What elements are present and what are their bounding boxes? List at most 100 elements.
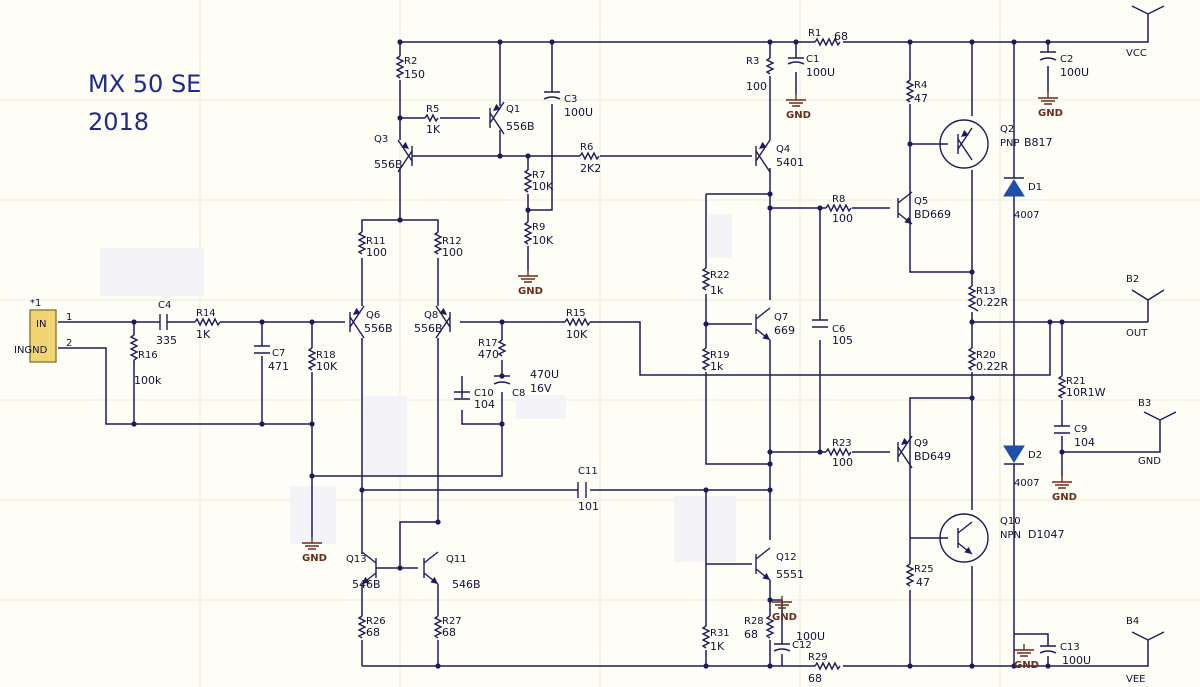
junction-dot <box>435 519 441 525</box>
transistor-part-q13: 546B <box>352 578 381 591</box>
resistor-value-r7: 10K <box>532 180 554 193</box>
transistor-q4-leads <box>755 139 771 173</box>
resistor-value-r20: 0.22R <box>976 360 1008 373</box>
transistor-ref-q11: Q11 <box>446 554 467 565</box>
transistor-part-q7: 669 <box>774 324 795 337</box>
ground-symbol <box>518 270 538 283</box>
capacitor-value-c1: 100U <box>806 66 835 79</box>
resistor-ref-r16: R16 <box>138 350 158 361</box>
transistor-q13-arrow <box>362 576 370 584</box>
ground-symbol <box>1014 644 1034 657</box>
junction-dot <box>767 461 773 467</box>
junction-dot <box>259 421 265 427</box>
capacitor-value-c6: 105 <box>832 334 853 347</box>
transistor-ref-q6: Q6 <box>366 310 380 321</box>
resistor-r18 <box>307 347 317 371</box>
resistor-r14 <box>194 317 221 327</box>
diode-part-d2: 4007 <box>1014 478 1039 489</box>
capacitor-c8 <box>493 375 511 385</box>
junction-dot <box>525 153 531 159</box>
transistor-q12-arrow <box>762 572 770 580</box>
junction-dot <box>131 421 137 427</box>
capacitor-c12 <box>773 643 791 652</box>
junction-dot <box>1011 39 1017 45</box>
resistor-ref-r7: R7 <box>532 170 545 181</box>
junction-dot <box>499 319 505 325</box>
capacitor-c13 <box>1039 645 1057 654</box>
resistor-r6 <box>579 151 600 161</box>
transistor-symbols <box>349 101 989 585</box>
diode-ref-d2: D2 <box>1028 450 1042 461</box>
capacitor-c2 <box>1039 51 1057 61</box>
transistor-part-q3: 556B <box>374 158 403 171</box>
resistor-ref-r18: R18 <box>316 350 336 361</box>
capacitor-c9 <box>1054 425 1070 434</box>
junction-dot <box>703 663 709 669</box>
junction-dot <box>969 269 975 275</box>
diode-d2 <box>1003 445 1025 465</box>
resistor-symbols <box>129 37 1067 671</box>
capacitor-ref-c11: C11 <box>578 466 598 477</box>
port-b3-gnd-label: GND <box>1138 456 1161 467</box>
capacitor-value-c10: 104 <box>474 398 495 411</box>
capacitor-ref-c6: C6 <box>832 324 845 335</box>
ground-symbol <box>302 537 322 550</box>
transistor-q3-leads <box>397 139 413 173</box>
diode-symbols <box>1003 177 1025 465</box>
junction-dot <box>497 153 503 159</box>
resistor-r31 <box>701 625 711 649</box>
port-b3-label: B3 <box>1138 398 1151 409</box>
diode-part-d1: 4007 <box>1014 210 1039 221</box>
capacitor-voltage-c8: 16V <box>530 382 552 395</box>
resistor-value-r22: 1k <box>710 284 724 297</box>
resistor-ref-r11: R11 <box>366 236 386 247</box>
junction-dot <box>359 487 365 493</box>
junction-dot <box>907 663 913 669</box>
junction-dot <box>1011 663 1017 669</box>
junction-dot <box>1059 319 1065 325</box>
ground-label: GND <box>772 612 797 623</box>
junction-dot <box>131 319 137 325</box>
resistor-r26 <box>357 615 367 639</box>
junction-dot <box>767 597 773 603</box>
diode-ref-d1: D1 <box>1028 182 1042 193</box>
connector-ref: *1 <box>30 298 41 309</box>
transistor-part-q8: 556B <box>414 322 443 335</box>
wires <box>58 14 1161 667</box>
junction-dot <box>907 39 913 45</box>
transistor-q10-body <box>939 513 989 563</box>
junction-dot <box>969 319 975 325</box>
resistor-r28 <box>765 615 775 639</box>
resistor-ref-r12: R12 <box>442 236 462 247</box>
resistor-r27 <box>433 615 443 639</box>
resistor-value-r29: 68 <box>808 672 822 685</box>
transistor-q10-leads <box>957 521 973 555</box>
ground-symbol <box>1052 476 1072 489</box>
resistor-r8 <box>825 203 852 213</box>
capacitor-ref-c4: C4 <box>158 300 171 311</box>
junction-dot <box>1045 663 1051 669</box>
ground-label: GND <box>302 553 327 564</box>
capacitor-ref-c10: C10 <box>474 388 494 399</box>
transistor-part-q9: BD649 <box>914 450 951 463</box>
resistor-ref-r17: R17 <box>478 338 498 349</box>
resistor-r4 <box>905 79 915 103</box>
diode-d1 <box>1003 177 1025 197</box>
resistor-ref-r15: R15 <box>566 308 586 319</box>
ground-label: GND <box>518 286 543 297</box>
transistor-type-q10: NPN <box>1000 530 1021 541</box>
resistor-r1 <box>814 37 841 47</box>
junction-dot <box>817 449 823 455</box>
transistor-ref-q12: Q12 <box>776 552 797 563</box>
junction-dot <box>397 39 403 45</box>
resistor-ref-r1: R1 <box>808 28 821 39</box>
transistor-q3-arrow <box>401 141 409 149</box>
resistor-value-r26: 68 <box>366 626 380 639</box>
transistor-q7-leads <box>755 307 771 341</box>
resistor-value-r13: 0.22R <box>976 296 1008 309</box>
resistor-value-r25: 47 <box>916 576 930 589</box>
resistor-ref-r29: R29 <box>808 652 828 663</box>
transistor-ref-q2: Q2 <box>1000 124 1014 135</box>
